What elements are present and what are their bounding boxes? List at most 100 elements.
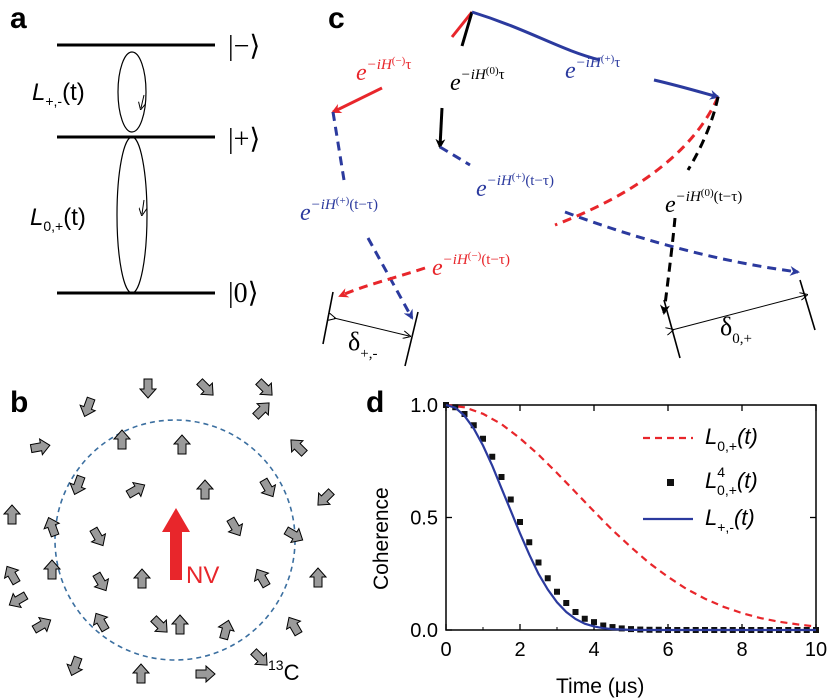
legend-marker xyxy=(667,479,674,486)
arrow-zero-tau xyxy=(435,107,446,149)
x-tick-label: 0 xyxy=(440,639,451,661)
label-zero-t-tau: e−iH(0)(t−τ) xyxy=(665,187,742,218)
panel-c-letter: c xyxy=(328,2,345,35)
transition-label-plus-minus: L+,-(t) xyxy=(32,79,85,109)
arrow-plus-t-tau-mid xyxy=(564,210,800,276)
label-zero-tau: e−iH(0)τ xyxy=(450,65,505,96)
x-tick-label: 6 xyxy=(662,639,673,661)
series-line xyxy=(445,403,816,632)
panel-c: c e−iH(−)τ e−iH(0)τ e−iH(+)τ e−iH(+)(t−τ… xyxy=(300,2,816,367)
data-point xyxy=(554,588,560,595)
spin-arrow-icon xyxy=(285,616,303,637)
spin-arrow-icon xyxy=(131,663,151,684)
y-tick-label: 0.0 xyxy=(410,620,438,642)
path-minus-t-tau-a xyxy=(554,96,720,227)
data-point xyxy=(498,474,505,480)
spin-arrow-icon xyxy=(112,429,132,450)
spin-arrow-icon xyxy=(69,474,87,496)
delta-left-span xyxy=(334,318,409,336)
path-plus-tau-top xyxy=(471,10,601,62)
delta-right-span xyxy=(672,295,806,330)
spin-arrow-icon xyxy=(259,477,277,498)
delta-zero-plus: δ0,+ xyxy=(720,312,752,347)
path-zero-t-tau-a xyxy=(686,96,720,171)
y-tick-label: 0.5 xyxy=(410,508,438,530)
panel-b: b NV 13C xyxy=(2,378,335,685)
loop-upper-arrow xyxy=(141,94,144,108)
spin-arrow-icon xyxy=(42,559,62,580)
spin-arrow-icon xyxy=(252,402,270,420)
label-plus-tau: e−iH(+)τ xyxy=(565,53,620,84)
spin-arrow-icon xyxy=(92,612,110,633)
plot-series xyxy=(443,402,819,633)
y-tick-label: 1.0 xyxy=(410,395,438,417)
spin-arrow-icon xyxy=(317,488,335,506)
level-minus-label: |−⟩ xyxy=(228,31,260,62)
label-plus-t-tau-mid: e−iH(+)(t−τ) xyxy=(476,171,554,202)
level-plus-label: |+⟩ xyxy=(228,124,260,155)
label-minus-tau: e−iH(−)τ xyxy=(356,55,411,86)
nv-label: NV xyxy=(186,562,219,589)
data-point xyxy=(526,539,533,546)
data-point xyxy=(609,624,616,631)
data-point xyxy=(591,619,597,626)
nuclear-spin-bath xyxy=(2,378,335,684)
path-plus-t-tau-left-a xyxy=(331,111,346,181)
bath-label: 13C xyxy=(268,657,300,685)
delta-left-bar-1 xyxy=(322,291,334,345)
delta-left-bar-2 xyxy=(404,311,419,367)
label-minus-t-tau: e−iH(−)(t−τ) xyxy=(432,250,510,281)
path-zero-tau-top xyxy=(460,11,474,47)
spin-arrow-icon xyxy=(8,591,29,609)
legend-label: L+,-(t) xyxy=(705,505,755,535)
x-tick-label: 2 xyxy=(514,639,525,661)
spin-arrow-icon xyxy=(3,565,21,586)
data-point xyxy=(544,575,551,582)
data-point xyxy=(470,422,477,429)
plot-frame xyxy=(445,404,817,631)
nv-arrow-icon xyxy=(162,508,190,580)
spin-arrow-icon xyxy=(66,655,84,677)
loop-lower-arrow xyxy=(142,199,144,214)
spin-arrow-icon xyxy=(132,568,152,589)
panel-a-letter: a xyxy=(10,2,27,35)
path-minus-tau-top xyxy=(450,11,474,38)
delta-right-bar-2 xyxy=(799,279,816,331)
transition-loop-lower xyxy=(116,136,148,294)
spin-arrow-icon xyxy=(196,378,214,396)
spin-arrow-icon xyxy=(195,479,215,500)
x-tick-label: 4 xyxy=(588,639,599,661)
spin-arrow-icon xyxy=(89,526,107,547)
path-plus-t-tau-mid-a xyxy=(439,145,471,167)
spin-arrow-icon xyxy=(79,396,97,418)
series-line xyxy=(445,403,817,628)
label-plus-t-tau-left: e−iH(+)(t−τ) xyxy=(300,195,378,226)
spin-arrow-icon xyxy=(217,619,235,641)
delta-plus-minus: δ+,- xyxy=(348,327,377,362)
spin-arrow-icon xyxy=(43,516,61,538)
spin-arrow-icon xyxy=(255,378,273,396)
spin-arrow-icon xyxy=(92,571,110,592)
data-point xyxy=(535,559,542,566)
arrow-plus-tau xyxy=(653,78,720,100)
data-point xyxy=(480,435,486,442)
spin-arrow-icon xyxy=(283,526,304,544)
x-tick-label: 8 xyxy=(736,639,747,661)
arrow-minus-t-tau xyxy=(338,266,426,298)
spin-arrow-icon xyxy=(308,567,328,588)
spin-arrow-icon xyxy=(170,614,190,635)
spin-arrow-icon xyxy=(138,378,158,399)
data-point xyxy=(517,519,523,525)
panel-b-letter: b xyxy=(10,386,28,419)
spin-arrow-icon xyxy=(29,437,51,456)
data-point xyxy=(600,622,607,629)
transition-label-zero-plus: L0,+(t) xyxy=(30,204,86,234)
level-zero-label: |0⟩ xyxy=(228,278,259,309)
spin-arrow-icon xyxy=(172,434,192,455)
data-point xyxy=(489,453,496,460)
spin-arrow-icon xyxy=(253,568,271,589)
